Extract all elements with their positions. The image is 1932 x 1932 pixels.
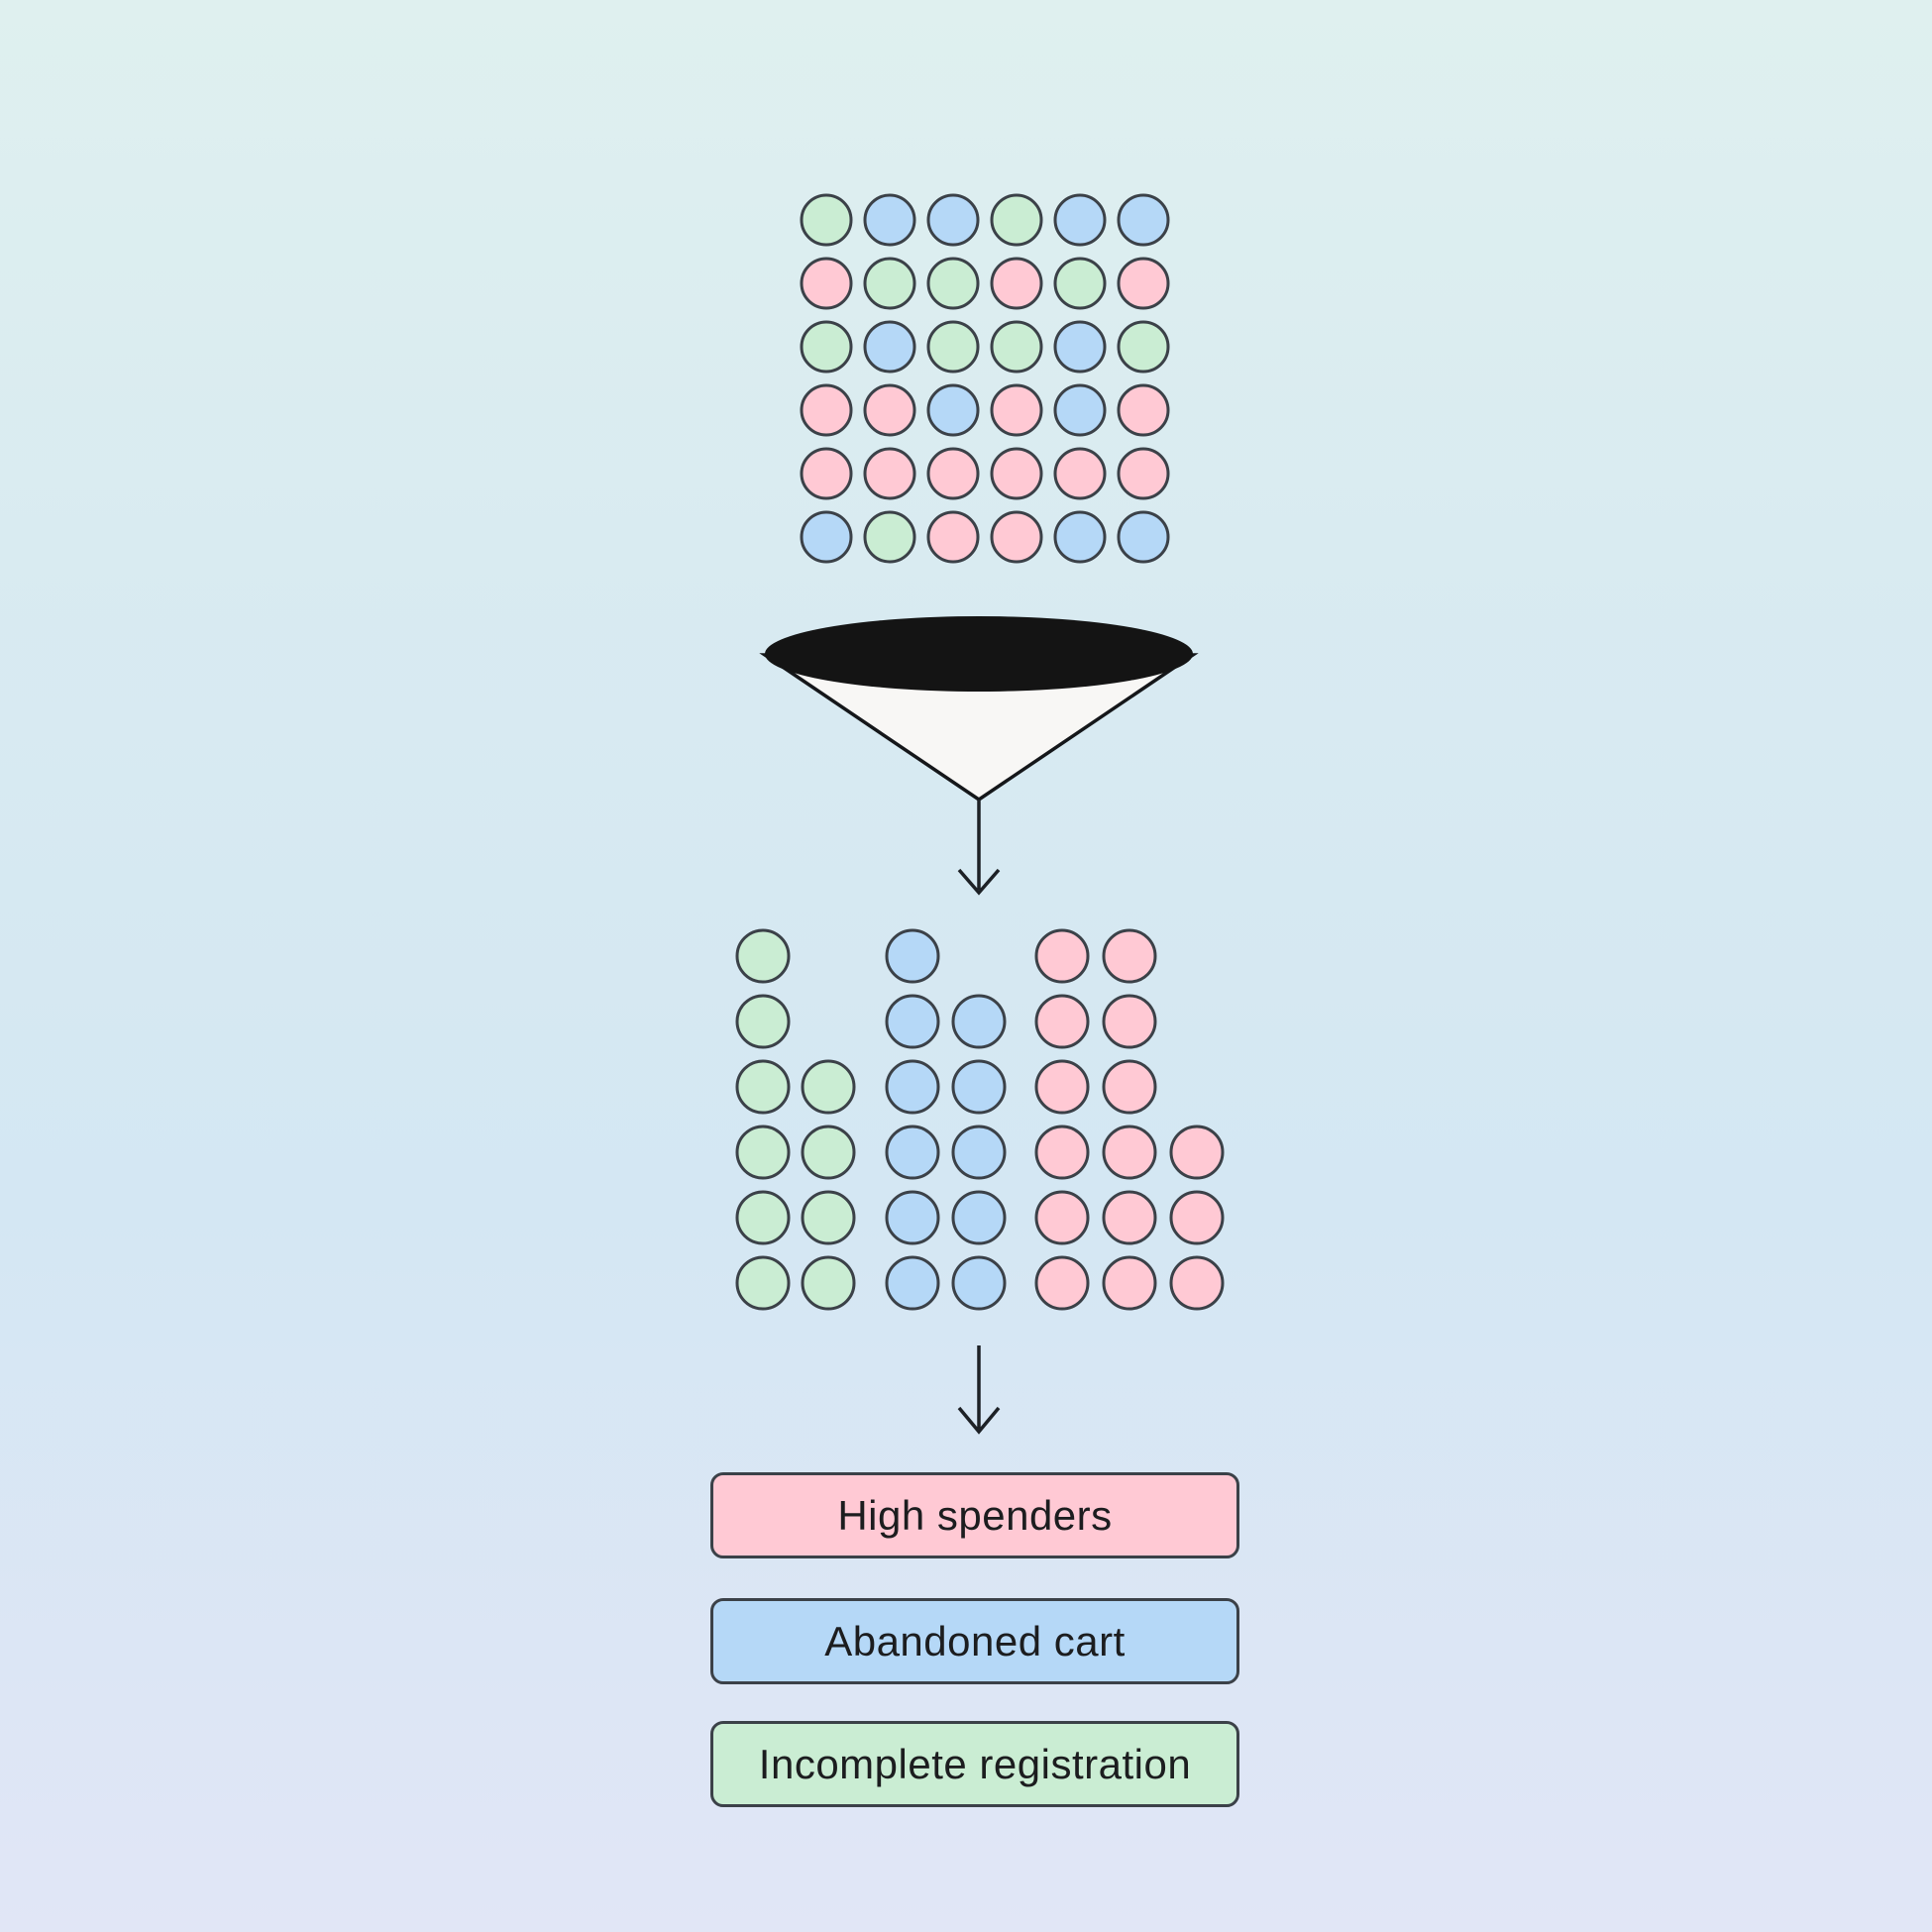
blue-dot [885, 994, 940, 1049]
pink-dot [990, 257, 1043, 310]
pink-dot [1102, 1190, 1157, 1245]
blue-dot [951, 1255, 1007, 1311]
pink-dot [863, 383, 916, 437]
funnel-icon [765, 616, 1193, 692]
green-dot [801, 1190, 856, 1245]
pink-dot [926, 447, 980, 500]
pink-dot [1117, 383, 1170, 437]
blue-dot [951, 1125, 1007, 1180]
green-dot [990, 193, 1043, 247]
pink-dot [1053, 447, 1107, 500]
green-dot [990, 320, 1043, 374]
blue-dot [1053, 193, 1107, 247]
pink-dot [990, 510, 1043, 564]
pink-dot [1034, 1255, 1090, 1311]
segment-label-abandoned-cart: Abandoned cart [710, 1598, 1239, 1684]
pink-dot [1102, 1125, 1157, 1180]
pink-dot [800, 447, 853, 500]
green-dot [735, 1190, 791, 1245]
green-dot [863, 510, 916, 564]
blue-dot [1117, 193, 1170, 247]
pink-dot [1102, 1255, 1157, 1311]
blue-dot [926, 193, 980, 247]
pink-dot [1034, 1190, 1090, 1245]
pink-dot [1102, 994, 1157, 1049]
pink-dot [1169, 1190, 1225, 1245]
green-dot [801, 1125, 856, 1180]
pink-dot [1034, 994, 1090, 1049]
pink-dot [800, 383, 853, 437]
pink-dot [1169, 1125, 1225, 1180]
blue-dot [1117, 510, 1170, 564]
blue-dot [885, 1125, 940, 1180]
segment-label-incomplete-registration: Incomplete registration [710, 1721, 1239, 1807]
green-dot [735, 928, 791, 984]
segment-label-high-spenders: High spenders [710, 1472, 1239, 1558]
pink-dot [1169, 1255, 1225, 1311]
pink-dot [926, 510, 980, 564]
green-dot [1117, 320, 1170, 374]
blue-dot [885, 1255, 940, 1311]
pink-dot [1102, 928, 1157, 984]
blue-dot [885, 1059, 940, 1115]
blue-dot [951, 1059, 1007, 1115]
blue-dot [1053, 383, 1107, 437]
blue-dot [863, 193, 916, 247]
segment-label-text: Abandoned cart [824, 1617, 1126, 1664]
pink-dot [990, 447, 1043, 500]
pink-dot [863, 447, 916, 500]
segment-label-text: Incomplete registration [758, 1740, 1192, 1787]
blue-dot [1053, 320, 1107, 374]
pink-dot [1102, 1059, 1157, 1115]
pink-dot [990, 383, 1043, 437]
green-dot [800, 193, 853, 247]
green-dot [801, 1255, 856, 1311]
blue-dot [863, 320, 916, 374]
blue-dot [1053, 510, 1107, 564]
pink-dot [1034, 1125, 1090, 1180]
pink-dot [1117, 447, 1170, 500]
pink-dot [1117, 257, 1170, 310]
green-dot [800, 320, 853, 374]
green-dot [1053, 257, 1107, 310]
segment-label-text: High spenders [837, 1491, 1113, 1539]
blue-dot [951, 994, 1007, 1049]
green-dot [735, 1125, 791, 1180]
blue-dot [926, 383, 980, 437]
green-dot [735, 994, 791, 1049]
green-dot [735, 1059, 791, 1115]
blue-dot [885, 1190, 940, 1245]
blue-dot [885, 928, 940, 984]
green-dot [735, 1255, 791, 1311]
green-dot [863, 257, 916, 310]
pink-dot [1034, 928, 1090, 984]
blue-dot [800, 510, 853, 564]
green-dot [926, 257, 980, 310]
blue-dot [951, 1190, 1007, 1245]
pink-dot [1034, 1059, 1090, 1115]
down-arrow-icon [957, 800, 1001, 896]
green-dot [801, 1059, 856, 1115]
green-dot [926, 320, 980, 374]
pink-dot [800, 257, 853, 310]
down-arrow-icon [957, 1345, 1001, 1435]
